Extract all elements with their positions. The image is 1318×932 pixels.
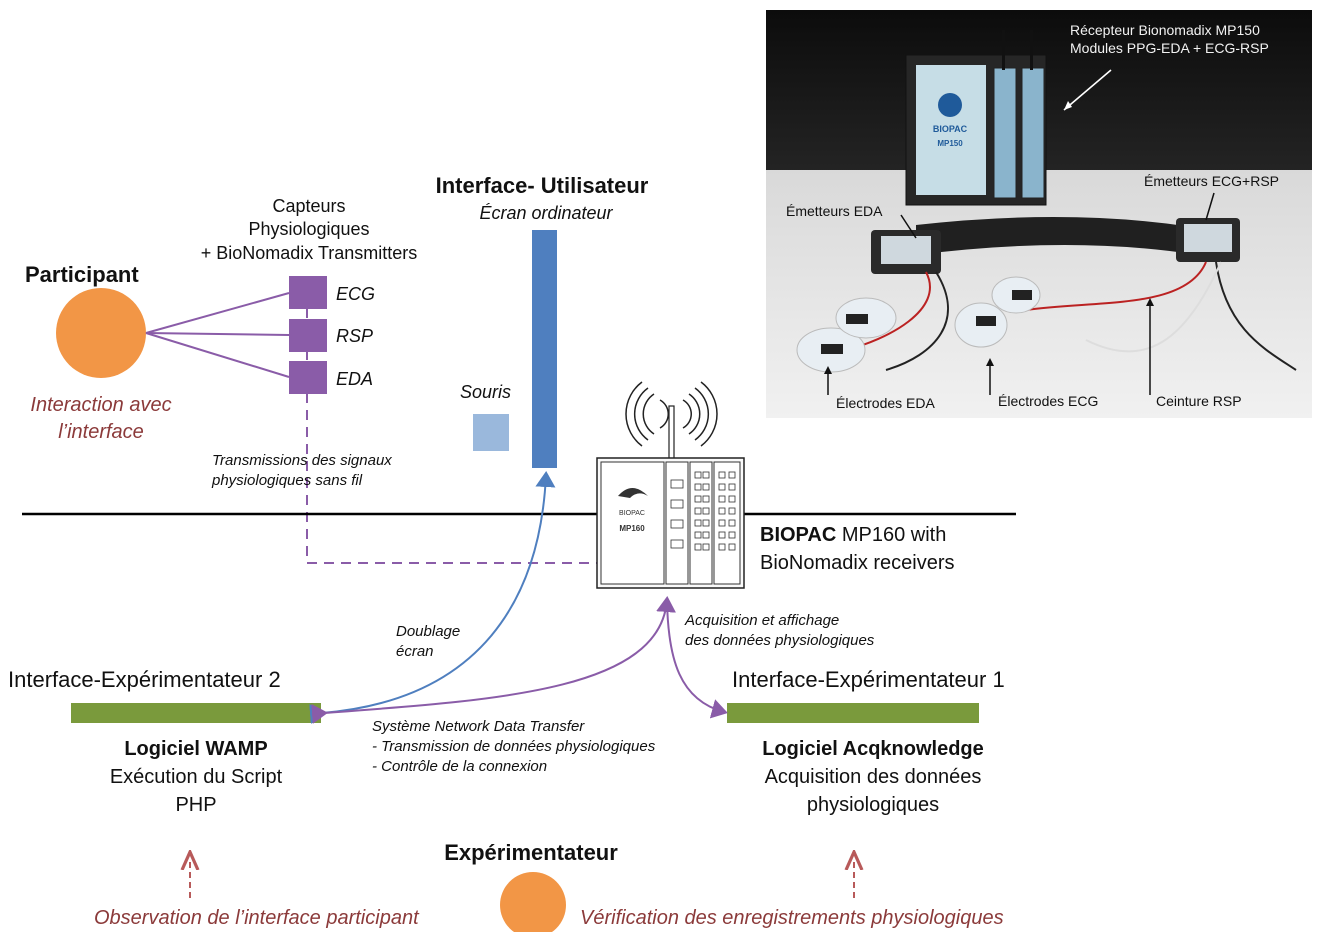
photo-electrodes-eda: Électrodes EDA <box>836 395 935 411</box>
sensors-heading-line1: Capteurs <box>272 196 346 216</box>
line-participant-ecg <box>145 292 290 334</box>
experimenter-title: Expérimentateur <box>444 840 618 865</box>
participant-caption-line1: Interaction avec <box>30 394 172 416</box>
acquisition-line1: Acquisition et affichage <box>685 612 840 629</box>
photo-emitters-eda: Émetteurs EDA <box>786 203 883 219</box>
experimenter1-software: Logiciel Acqknowledge <box>762 738 984 760</box>
sensor-eda-box <box>289 361 327 394</box>
device-model: MP160 <box>619 524 645 533</box>
doublage-line1: Doublage <box>396 623 461 640</box>
wireless-note-line1: Transmissions des signaux <box>212 452 392 469</box>
sensors-heading-line3: + BioNomadix Transmitters <box>200 243 418 263</box>
sensor-ecg-box <box>289 276 327 309</box>
line-participant-rsp <box>145 332 290 336</box>
user-interface-subtitle: Écran ordinateur <box>479 203 613 223</box>
screen-bar <box>532 230 557 468</box>
device-brand: BIOPAC <box>619 510 645 517</box>
photo-receiver-line2: Modules PPG-EDA + ECG-RSP <box>1070 40 1269 56</box>
equipment-photo-drawing: BIOPAC MP150 <box>796 30 1297 395</box>
sensor-rsp-label: RSP <box>336 326 374 346</box>
experimenter1-line2: Acquisition des données <box>764 766 982 788</box>
sensor-eda-label: EDA <box>336 369 374 389</box>
observation-caption: Observation de l’interface participant <box>94 907 419 929</box>
experimenter-node <box>500 872 566 932</box>
experimenter2-software: Logiciel WAMP <box>124 738 268 760</box>
photo-receiver-line1: Récepteur Bionomadix MP150 <box>1070 22 1260 38</box>
photo-device-model: MP150 <box>937 139 963 148</box>
photo-device-brand: BIOPAC <box>933 124 968 134</box>
ndt-item2: - Contrôle de la connexion <box>372 758 548 775</box>
participant-title: Participant <box>25 262 139 287</box>
bar-experimenter-2 <box>71 703 321 723</box>
participant-node <box>56 288 146 378</box>
photo-electrodes-ecg: Électrodes ECG <box>998 393 1099 409</box>
sensors-heading-line2: Physiologiques <box>248 219 370 239</box>
sensor-ecg-label: ECG <box>336 284 376 304</box>
curve-doublage <box>309 471 556 724</box>
experimenter2-line2: Exécution du Script <box>109 766 283 788</box>
wireless-note-line2: physiologiques sans fil <box>212 472 363 489</box>
equipment-photo: BIOPAC MP150 Récepteu <box>766 10 1312 418</box>
bar-experimenter-1 <box>727 703 979 723</box>
acquisition-line2: des données physiologiques <box>685 632 875 649</box>
experimenter1-line3: physiologiques <box>806 794 940 816</box>
experimenter2-title: Interface-Expérimentateur 2 <box>8 667 281 692</box>
ndt-title: Système Network Data Transfer <box>372 718 585 735</box>
experimenter2-line3: PHP <box>175 794 217 816</box>
doublage-line2: écran <box>396 643 434 660</box>
photo-belt-rsp: Ceinture RSP <box>1156 393 1242 409</box>
curve-ndt <box>311 596 677 724</box>
ndt-item1: - Transmission de données physiologiques <box>372 738 656 755</box>
participant-caption-line2: l’interface <box>58 421 144 443</box>
biopac-device-drawing: BIOPAC MP160 <box>596 381 745 589</box>
verification-caption: Vérification des enregistrements physiol… <box>580 907 1004 929</box>
user-interface-title: Interface- Utilisateur <box>435 173 649 198</box>
photo-emitters-ecg-rsp: Émetteurs ECG+RSP <box>1144 173 1279 189</box>
mouse-square <box>473 414 509 451</box>
experimenter1-title: Interface-Expérimentateur 1 <box>732 667 1005 692</box>
biopac-label-line2: BioNomadix receivers <box>760 552 955 574</box>
mouse-label: Souris <box>460 382 512 402</box>
sensor-rsp-box <box>289 319 327 352</box>
curve-acquisition <box>666 599 728 719</box>
line-participant-eda <box>145 332 290 378</box>
biopac-label-line1: BIOPAC MP160 with <box>760 524 947 546</box>
